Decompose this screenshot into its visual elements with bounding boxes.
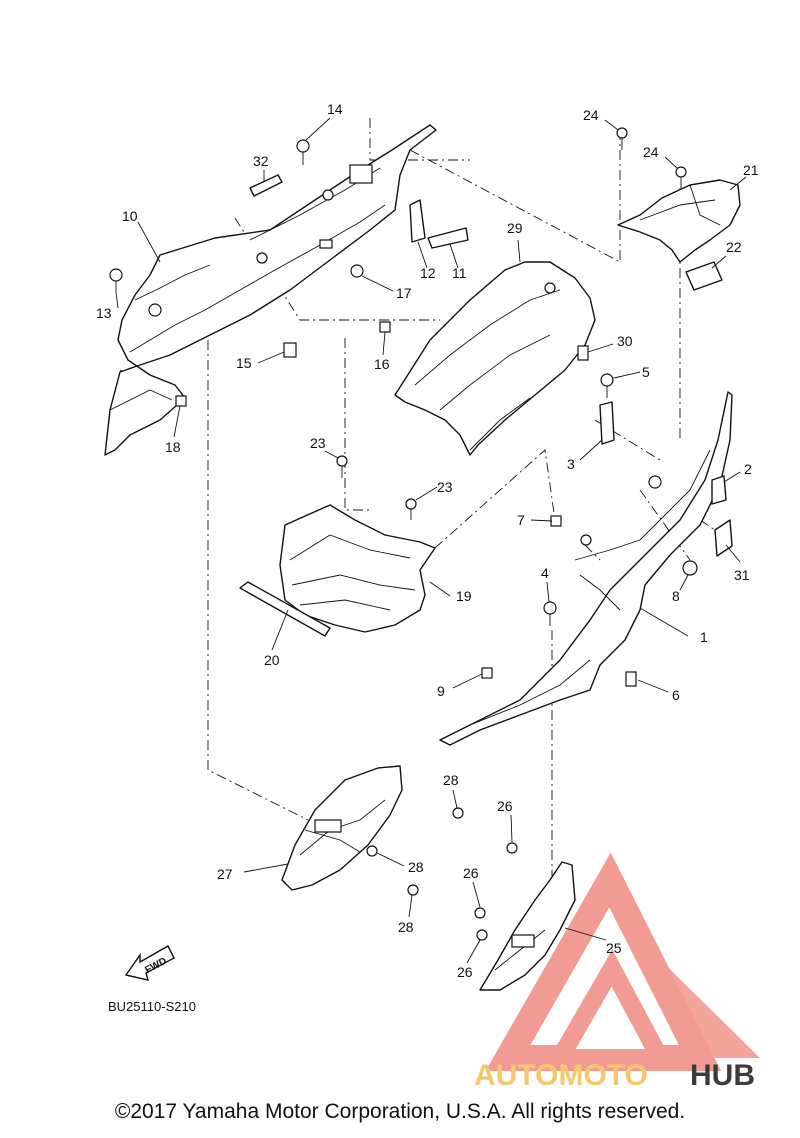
callout-24a: 24 (583, 107, 599, 123)
callout-31: 31 (734, 567, 750, 583)
brand-text-hub: HUB (690, 1059, 755, 1092)
part-22-pad (685, 261, 723, 291)
callout-12: 12 (420, 265, 436, 281)
part-25-lower-cover (479, 861, 576, 991)
callout-7: 7 (517, 512, 525, 528)
callout-4: 4 (541, 565, 549, 581)
callout-25: 25 (606, 940, 622, 956)
callout-24b: 24 (643, 144, 659, 160)
callout-9: 9 (437, 683, 445, 699)
callout-26c: 26 (457, 964, 473, 980)
callout-13: 13 (96, 305, 112, 321)
alignment-lines (119, 118, 731, 880)
part-27-lower-cover (281, 765, 403, 891)
callout-10: 10 (122, 208, 138, 224)
diagram-code: BU25110-S210 (108, 999, 196, 1014)
callout-23a: 23 (310, 435, 326, 451)
callout-23b: 23 (437, 479, 453, 495)
part-21-upper-cover (617, 179, 741, 263)
leader-lines (115, 117, 747, 964)
callout-28a: 28 (443, 772, 459, 788)
callout-28c: 28 (398, 919, 414, 935)
fwd-arrow: FWD (124, 945, 175, 981)
callout-32: 32 (253, 153, 269, 169)
callout-28b: 28 (408, 859, 424, 875)
callout-17: 17 (396, 285, 412, 301)
callout-30: 30 (617, 333, 633, 349)
callout-26a: 26 (497, 798, 513, 814)
callout-5: 5 (642, 364, 650, 380)
callout-26b: 26 (463, 865, 479, 881)
part-19-front-cover (279, 504, 436, 633)
callout-6: 6 (672, 687, 680, 703)
callout-11: 11 (452, 265, 467, 281)
part-29-center-panel (394, 261, 596, 456)
callout-16: 16 (374, 356, 390, 372)
callout-19: 19 (456, 588, 472, 604)
part-20-strip (239, 581, 331, 637)
callout-18: 18 (165, 439, 181, 455)
callout-1: 1 (700, 629, 708, 645)
callout-3: 3 (567, 456, 575, 472)
brand-text-automoto: AUTOMOTO (474, 1059, 648, 1092)
callout-2: 2 (744, 461, 752, 477)
callout-8: 8 (672, 588, 680, 604)
callout-20: 20 (264, 652, 280, 668)
copyright-text: ©2017 Yamaha Motor Corporation, U.S.A. A… (114, 1100, 686, 1123)
hardware (109, 127, 733, 941)
callout-22: 22 (726, 239, 742, 255)
automotohub-logo (485, 852, 760, 1071)
callout-21: 21 (743, 162, 759, 178)
callout-27: 27 (217, 866, 233, 882)
part-10-side-cover (104, 124, 437, 456)
callout-29: 29 (507, 220, 523, 236)
callout-15: 15 (236, 355, 252, 371)
callout-14: 14 (327, 101, 343, 117)
callouts: 1 2 3 4 5 6 7 8 9 10 11 12 13 14 15 16 1… (96, 101, 759, 980)
